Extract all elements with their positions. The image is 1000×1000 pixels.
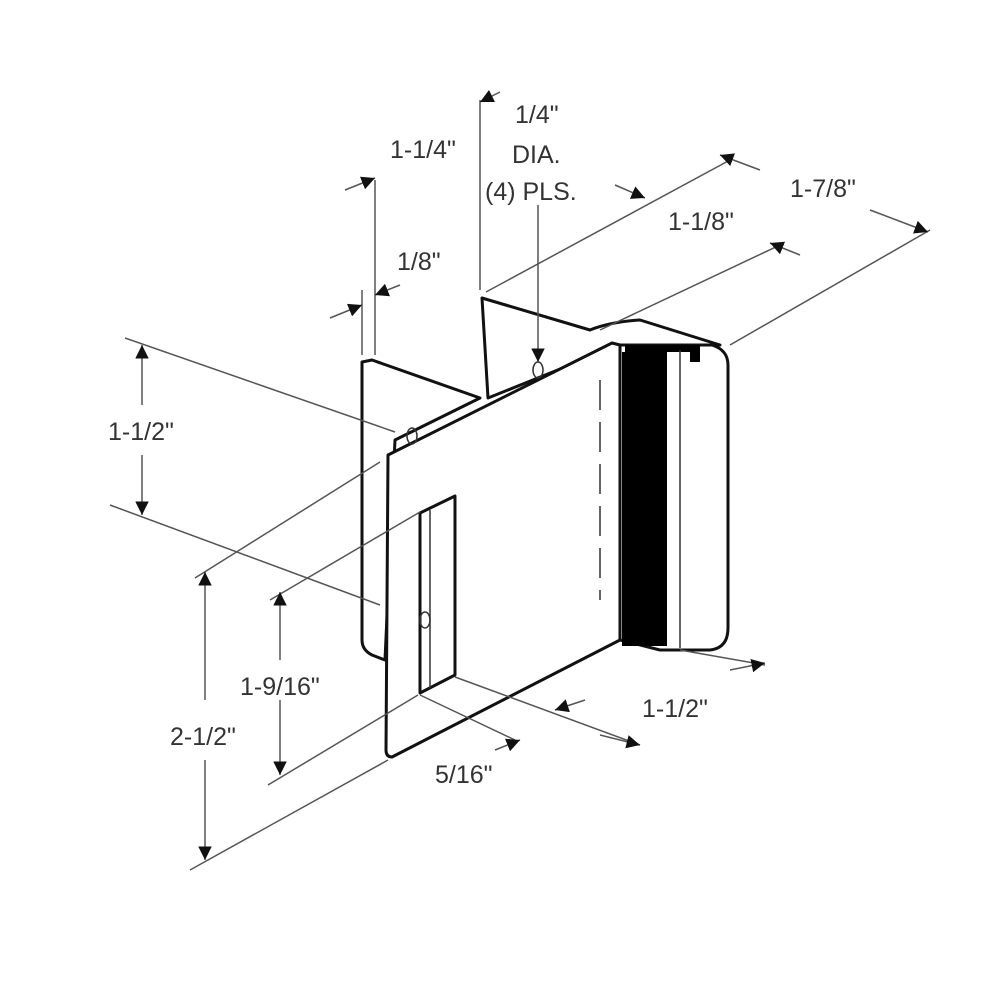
dim-block-width: 1-1/2" xyxy=(642,695,708,723)
latch-top-notch xyxy=(625,345,700,362)
dim-hole-spacing: 1-1/2" xyxy=(108,418,174,446)
slot xyxy=(418,494,457,695)
dim-overall-depth: 1-7/8" xyxy=(790,175,856,203)
dimension-lines xyxy=(109,89,931,871)
latch-black-face xyxy=(622,352,667,646)
dim-hole-count: (4) PLS. xyxy=(485,178,577,206)
left-flange xyxy=(360,358,482,662)
hole xyxy=(419,611,431,629)
dim-slot-height: 1-9/16" xyxy=(240,673,320,701)
bracket-body xyxy=(360,296,730,759)
dim-inner-depth: 1-1/8" xyxy=(668,208,734,236)
hole xyxy=(406,427,418,445)
dim-slot-width: 5/16" xyxy=(435,761,493,789)
dim-thickness: 1/8" xyxy=(397,248,441,276)
dim-flange-width: 1-1/4" xyxy=(390,136,456,164)
dim-hole-dia-label: DIA. xyxy=(512,141,561,169)
dim-hole-dia: 1/4" xyxy=(515,101,559,129)
dim-overall-height: 2-1/2" xyxy=(170,723,236,751)
